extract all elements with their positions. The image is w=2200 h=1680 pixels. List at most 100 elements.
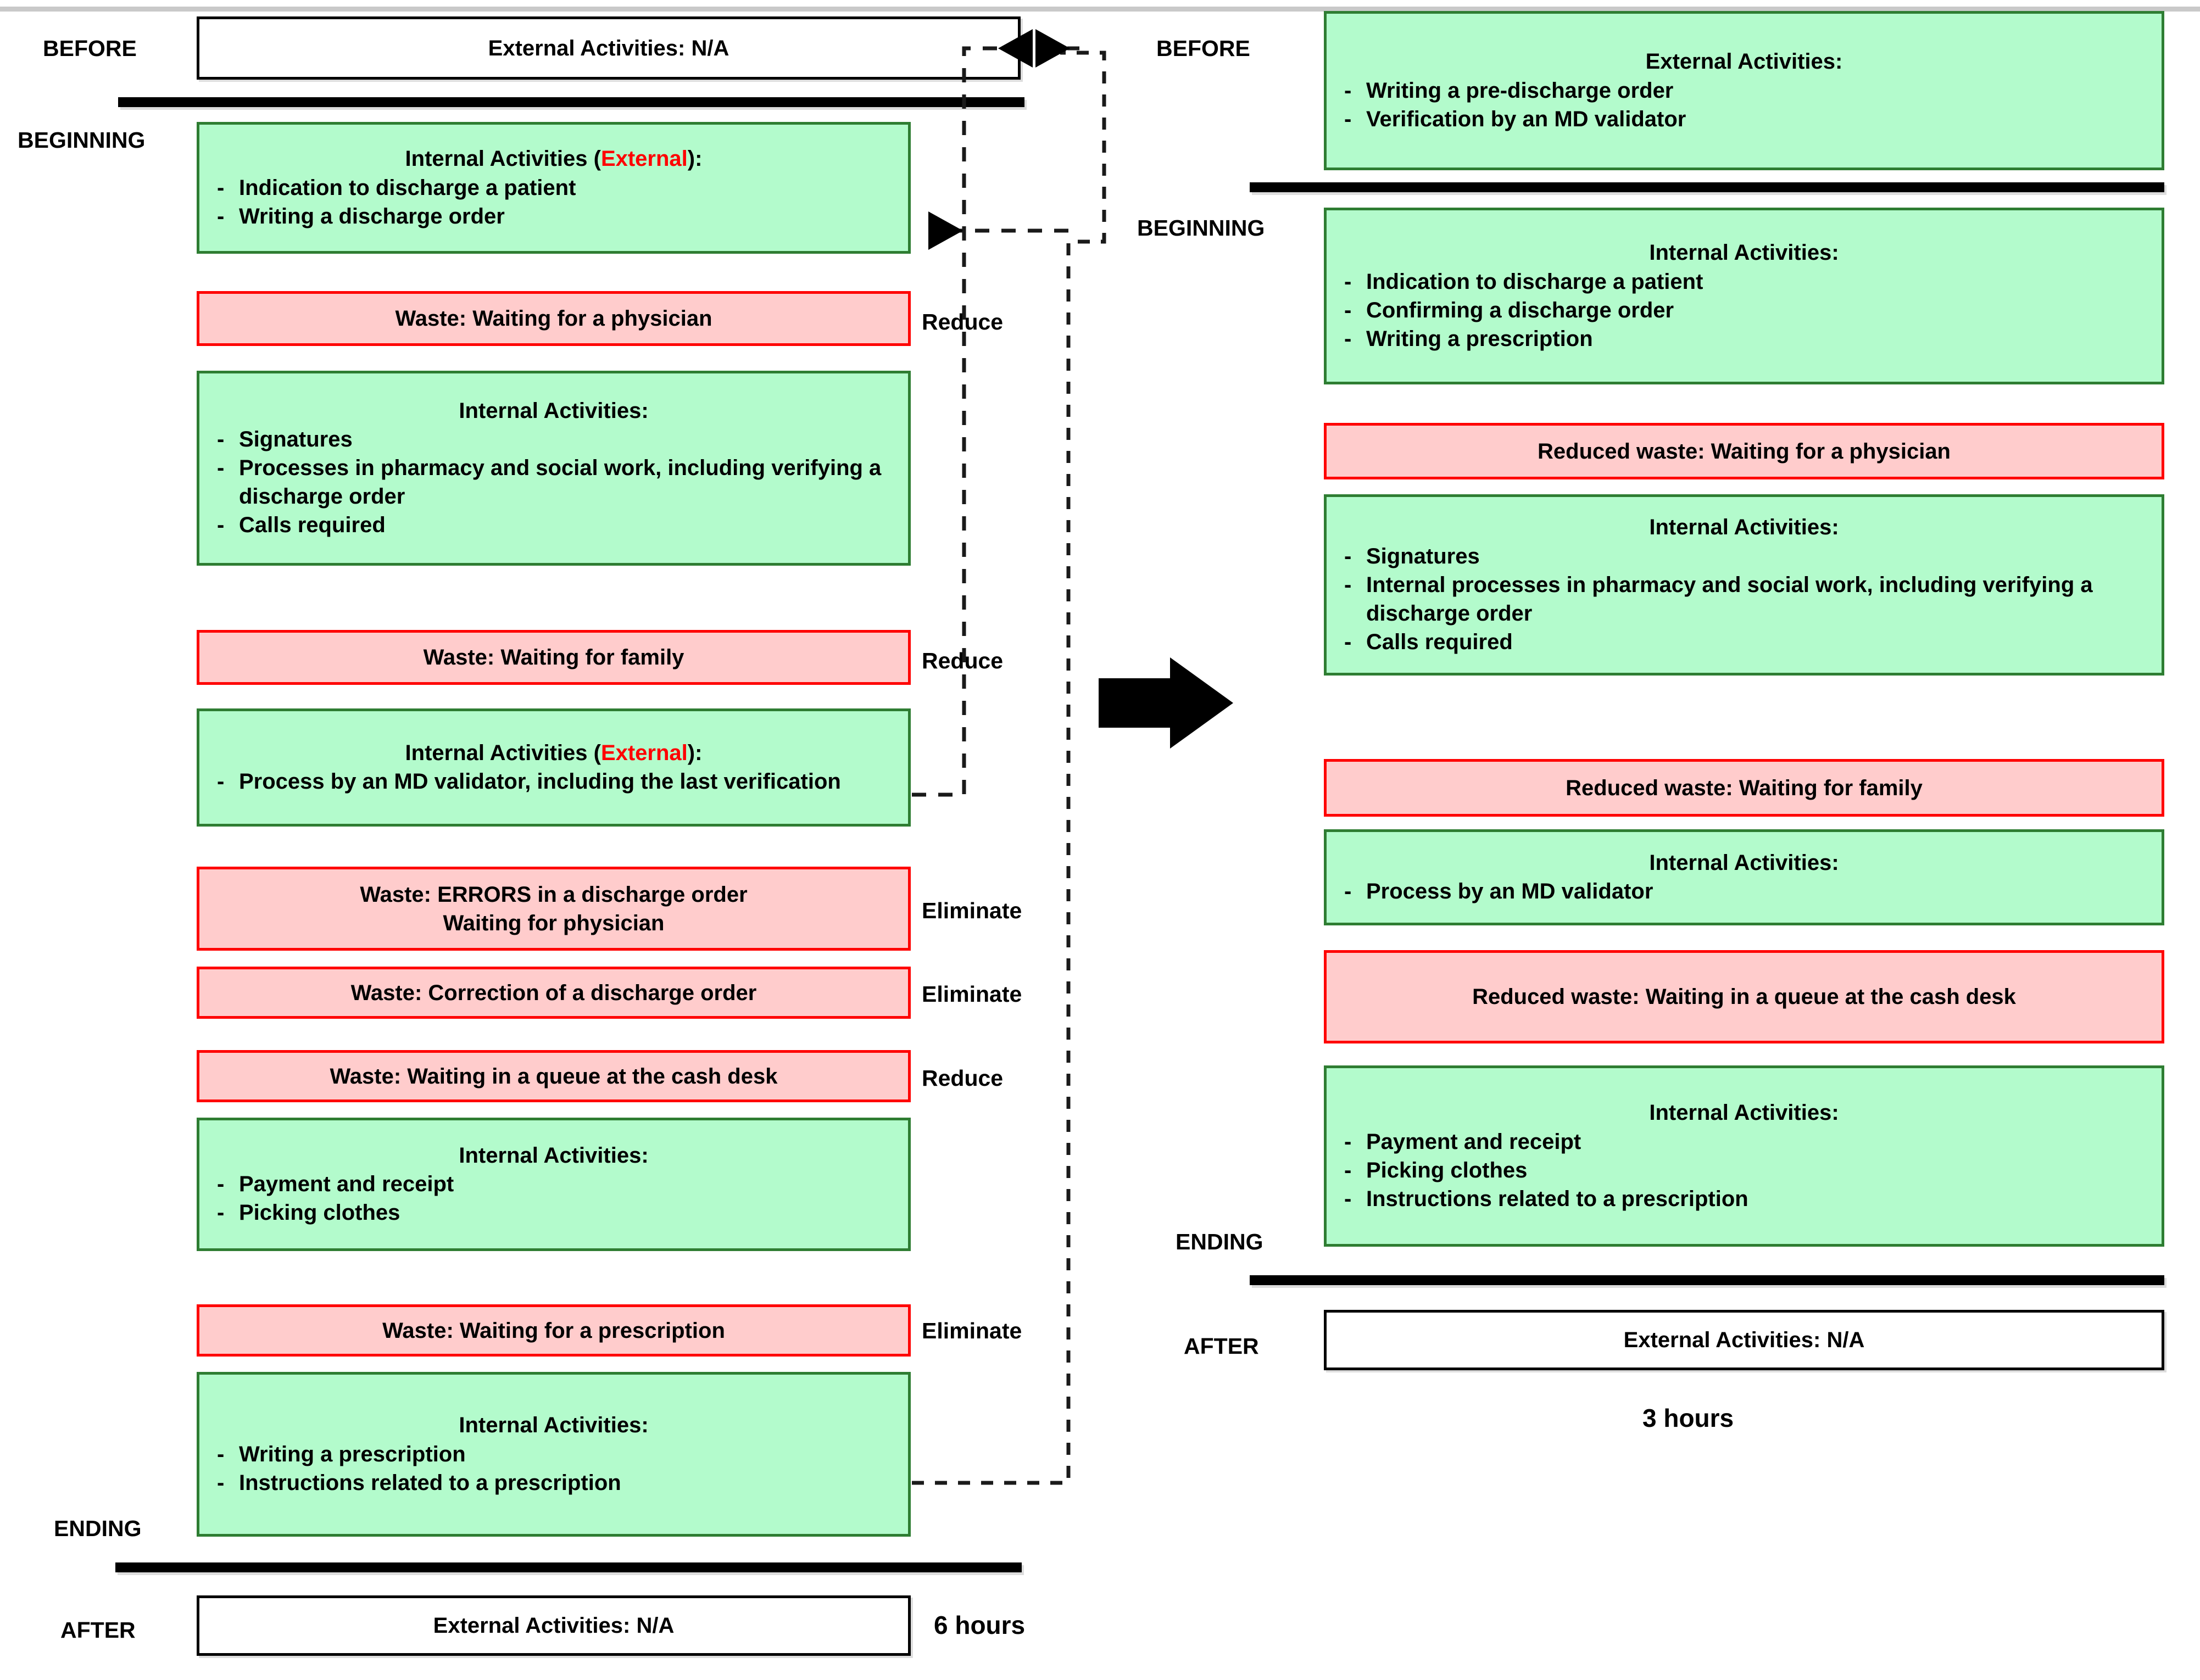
right-step-2-box: Reduced waste: Waiting for a physician (1324, 423, 2164, 479)
list-item: Writing a prescription (1336, 325, 2152, 353)
connector-md-validator-to-before (912, 29, 1033, 797)
list-item: Instructions related to a prescription (209, 1469, 898, 1497)
left-ending-separator-bar (115, 1562, 1022, 1572)
list-item: Writing a prescription (209, 1440, 898, 1469)
left-step-7-title: Waste: Correction of a discharge order (350, 980, 757, 1005)
left-step-2-box: Waste: Waiting for a physician (197, 291, 911, 346)
right-step-5-bullets: Process by an MD validator (1336, 877, 2152, 906)
list-item: Picking clothes (209, 1198, 898, 1227)
list-item: Verification by an MD validator (1336, 105, 2152, 133)
list-item: Processes in pharmacy and social work, i… (209, 454, 898, 511)
right-after-external-box: External Activities: N/A (1324, 1310, 2164, 1370)
list-item: Payment and receipt (209, 1170, 898, 1198)
right-after-external-title: External Activities: N/A (1623, 1328, 1865, 1352)
right-step-5-title: Internal Activities: (1649, 850, 1839, 875)
left-step-8-box: Waste: Waiting in a queue at the cash de… (197, 1050, 911, 1102)
right-step-4-box: Reduced waste: Waiting for family (1324, 759, 2164, 817)
right-before-external-title: External Activities: (1645, 49, 1843, 74)
left-step-10-action-label: Eliminate (922, 1318, 1022, 1343)
list-item: Indication to discharge a patient (1336, 267, 2152, 296)
left-step-4-title: Waste: Waiting for family (423, 645, 684, 669)
right-step-7-box: Internal Activities: Payment and receipt… (1324, 1065, 2164, 1247)
list-item: Payment and receipt (1336, 1128, 2152, 1156)
left-step-9-box: Internal Activities: Payment and receipt… (197, 1118, 911, 1251)
list-item: Writing a pre-discharge order (1336, 76, 2152, 105)
left-step-8-title: Waste: Waiting in a queue at the cash de… (330, 1064, 778, 1089)
right-step-1-title: Internal Activities: (1649, 241, 1839, 265)
left-step-3-title: Internal Activities: (459, 398, 649, 423)
left-step-10-title: Waste: Waiting for a prescription (382, 1318, 725, 1343)
connector-prescription-path (912, 51, 1106, 1485)
list-item: Writing a discharge order (209, 202, 898, 231)
left-before-external-title: External Activities: N/A (488, 36, 729, 60)
right-before-external-box: External Activities: Writing a pre-disch… (1324, 11, 2164, 170)
left-step-1-title-pre: Internal Activities ( (405, 147, 601, 171)
left-step-2-action-label: Reduce (922, 309, 1004, 334)
left-step-4-box: Waste: Waiting for family (197, 630, 911, 685)
left-step-7-action-label: Eliminate (922, 981, 1022, 1007)
left-step-3-box: Internal Activities: Signatures Processe… (197, 371, 911, 566)
left-stage-label-beginning: BEGINNING (18, 127, 146, 153)
left-stage-label-ending: ENDING (54, 1516, 142, 1541)
left-step-8-action-label: Reduce (922, 1065, 1004, 1091)
left-step-6-box: Waste: ERRORS in a discharge order Waiti… (197, 867, 911, 951)
right-stage-label-ending: ENDING (1176, 1229, 1263, 1254)
right-step-1-box: Internal Activities: Indication to disch… (1324, 208, 2164, 384)
left-step-3-bullets: Signatures Processes in pharmacy and soc… (209, 425, 898, 539)
list-item: Calls required (1336, 628, 2152, 656)
left-step-1-title: Internal Activities (External): (209, 145, 898, 173)
left-step-1-external-mark: External (600, 147, 688, 171)
right-step-5-box: Internal Activities: Process by an MD va… (1324, 829, 2164, 925)
list-item: Picking clothes (1336, 1156, 2152, 1185)
left-step-1-box: Internal Activities (External): Indicati… (197, 122, 911, 254)
right-step-3-bullets: Signatures Internal processes in pharmac… (1336, 542, 2152, 656)
left-before-separator-bar (118, 97, 1024, 107)
left-step-5-bullets: Process by an MD validator, including th… (209, 767, 898, 796)
left-step-6-title: Waste: ERRORS in a discharge order (360, 882, 748, 907)
right-duration-label: 3 hours (1642, 1404, 1734, 1432)
right-stage-label-after: AFTER (1184, 1333, 1259, 1359)
list-item: Instructions related to a prescription (1336, 1185, 2152, 1213)
list-item: Indication to discharge a patient (209, 174, 898, 202)
right-step-6-title: Reduced waste: Waiting in a queue at the… (1472, 985, 2016, 1009)
right-before-external-bullets: Writing a pre-discharge order Verificati… (1336, 76, 2152, 133)
left-before-external-box: External Activities: N/A (197, 16, 1021, 80)
left-step-6-title-line2: Waiting for physician (443, 911, 665, 935)
list-item: Calls required (209, 511, 898, 539)
left-step-11-title: Internal Activities: (459, 1413, 649, 1438)
right-step-3-title: Internal Activities: (1649, 515, 1839, 540)
list-item: Internal processes in pharmacy and socia… (1336, 571, 2152, 628)
right-ending-separator-bar (1250, 1275, 2164, 1285)
left-stage-label-after: AFTER (60, 1617, 136, 1643)
left-step-4-action-label: Reduce (922, 648, 1004, 673)
left-step-9-title: Internal Activities: (459, 1143, 649, 1168)
left-step-7-box: Waste: Correction of a discharge order (197, 967, 911, 1019)
left-stage-label-before: BEFORE (43, 36, 137, 61)
right-before-separator-bar (1250, 182, 2164, 192)
right-step-2-title: Reduced waste: Waiting for a physician (1538, 439, 1951, 464)
left-step-5-title: Internal Activities (External): (209, 739, 898, 767)
list-item: Signatures (209, 425, 898, 454)
list-item: Confirming a discharge order (1336, 296, 2152, 325)
left-step-1-title-post: ): (687, 147, 703, 171)
right-step-1-bullets: Indication to discharge a patient Confir… (1336, 267, 2152, 353)
left-step-10-box: Waste: Waiting for a prescription (197, 1304, 911, 1357)
right-step-4-title: Reduced waste: Waiting for family (1566, 775, 1923, 800)
left-duration-label: 6 hours (934, 1611, 1026, 1639)
left-step-11-bullets: Writing a prescription Instructions rela… (209, 1440, 898, 1497)
left-step-9-bullets: Payment and receipt Picking clothes (209, 1170, 898, 1227)
right-stage-label-beginning: BEGINNING (1137, 215, 1265, 241)
left-after-external-box: External Activities: N/A (197, 1595, 911, 1656)
left-step-1-bullets: Indication to discharge a patient Writin… (209, 174, 898, 231)
transition-right-arrow (1099, 651, 1236, 755)
left-step-11-box: Internal Activities: Writing a prescript… (197, 1372, 911, 1537)
list-item: Process by an MD validator (1336, 877, 2152, 906)
right-step-7-bullets: Payment and receipt Picking clothes Inst… (1336, 1128, 2152, 1213)
right-step-6-box: Reduced waste: Waiting in a queue at the… (1324, 950, 2164, 1043)
right-step-3-box: Internal Activities: Signatures Internal… (1324, 494, 2164, 676)
right-stage-label-before: BEFORE (1156, 36, 1250, 61)
right-step-7-title: Internal Activities: (1649, 1101, 1839, 1125)
left-step-5-box: Internal Activities (External): Process … (197, 708, 911, 827)
left-after-external-title: External Activities: N/A (433, 1614, 675, 1638)
list-item: Process by an MD validator, including th… (209, 767, 898, 796)
